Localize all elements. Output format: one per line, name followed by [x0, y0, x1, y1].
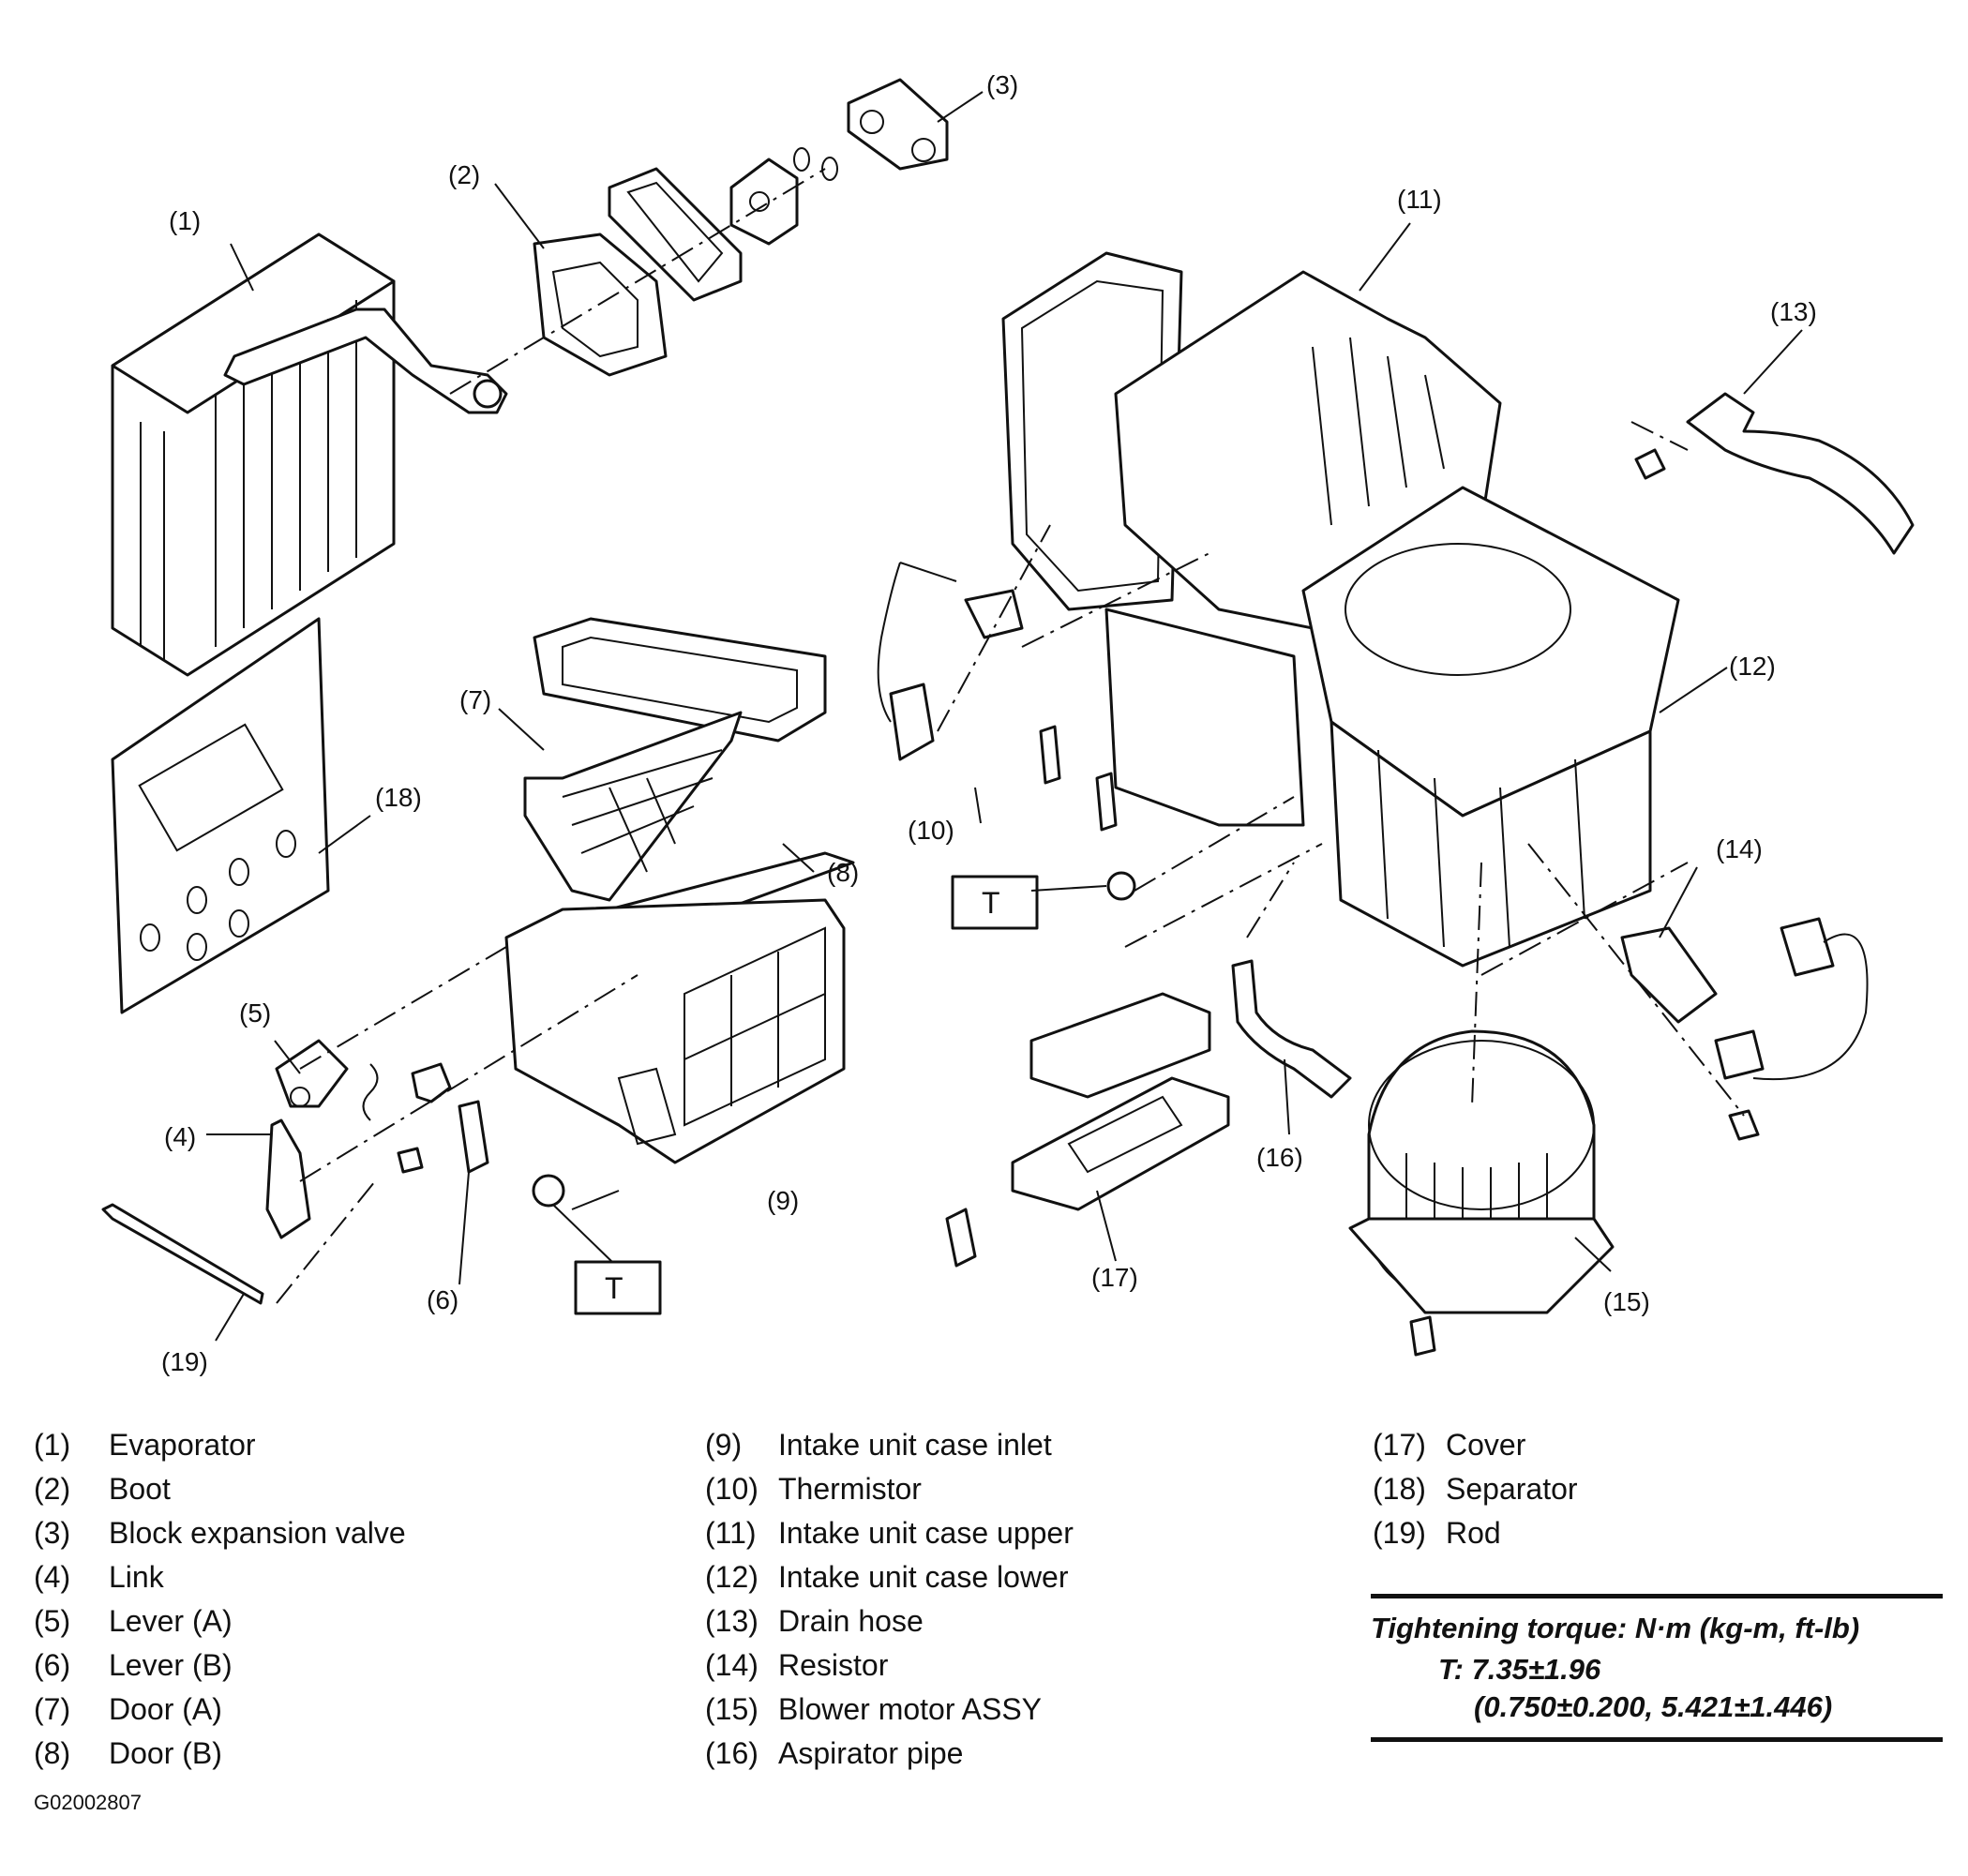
torque-bottom-rule [1371, 1737, 1943, 1742]
legend-item: (4)Link [34, 1560, 164, 1594]
intake-unit-case-lower-part [1104, 486, 1680, 968]
callout-5: (5) [239, 998, 271, 1028]
torque-tag-left: T [605, 1271, 623, 1305]
torque-top-rule [1371, 1594, 1943, 1598]
legend-item: (2)Boot [34, 1472, 171, 1506]
callout-1: (1) [169, 206, 201, 235]
torque-spec-box: Tightening torque: N·m (kg-m, ft-lb) T: … [1371, 1594, 1943, 1742]
callout-6: (6) [427, 1285, 458, 1314]
legend-item: (14)Resistor [705, 1648, 889, 1682]
cover-part [945, 992, 1230, 1268]
lever-and-link-parts [101, 1039, 565, 1305]
callout-17: (17) [1091, 1263, 1138, 1292]
legend-item: (17)Cover [1373, 1428, 1526, 1462]
torque-title: Tightening torque: N·m (kg-m, ft-lb) [1371, 1612, 1860, 1644]
legend-item: (10)Thermistor [705, 1472, 922, 1506]
resistor-part [1620, 917, 1869, 1141]
callout-2: (2) [448, 160, 480, 189]
leader-lines [206, 91, 1803, 1342]
aspirator-pipe-part [1231, 959, 1352, 1099]
block-expansion-valve-part [729, 78, 949, 246]
intake-unit-case-inlet-part [504, 898, 846, 1164]
legend-column-3: (17)Cover (18)Separator (19)Rod [1373, 1423, 1578, 1555]
callout-12: (12) [1729, 652, 1776, 681]
legend-column-2: (9)Intake unit case inlet (10)Thermistor… [705, 1423, 1074, 1776]
legend-item: (3)Block expansion valve [34, 1516, 406, 1550]
evaporator-part [111, 233, 508, 677]
legend-item: (6)Lever (B) [34, 1648, 233, 1682]
callout-3: (3) [986, 70, 1018, 99]
callout-15: (15) [1603, 1287, 1650, 1316]
legend-item: (11)Intake unit case upper [705, 1516, 1074, 1550]
fasteners [1039, 725, 1136, 901]
figure-code: G02002807 [34, 1791, 142, 1814]
callout-8: (8) [827, 858, 859, 887]
callout-13: (13) [1770, 297, 1817, 326]
callout-9: (9) [767, 1186, 799, 1215]
drain-hose-part [1634, 392, 1915, 555]
torque-tag-right: T [982, 886, 1000, 920]
torque-value: T: 7.35±1.96 [1438, 1653, 1601, 1686]
legend-item: (9)Intake unit case inlet [705, 1428, 1052, 1462]
legend-item: (7)Door (A) [34, 1692, 222, 1726]
door-parts [523, 617, 855, 939]
legend-item: (1)Evaporator [34, 1428, 256, 1462]
torque-box-right: T [951, 875, 1039, 930]
separator-part [111, 617, 330, 1014]
callout-10: (10) [908, 816, 954, 845]
legend-item: (5)Lever (A) [34, 1604, 233, 1638]
legend-item: (8)Door (B) [34, 1736, 222, 1770]
legend-item: (16)Aspirator pipe [705, 1736, 964, 1770]
legend-column-1: (1)Evaporator (2)Boot (3)Block expansion… [34, 1423, 406, 1776]
boot-part [533, 167, 743, 377]
torque-value-alt: (0.750±0.200, 5.421±1.446) [1474, 1690, 1833, 1723]
assembly-lines [276, 168, 1745, 1304]
exploded-parts-diagram: T T [101, 70, 1915, 1376]
legend-item: (13)Drain hose [705, 1604, 924, 1638]
legend-item: (12)Intake unit case lower [705, 1560, 1069, 1594]
callout-4: (4) [164, 1122, 196, 1151]
blower-motor-part [1348, 1029, 1615, 1357]
callout-16: (16) [1256, 1143, 1303, 1172]
thermistor-part [877, 562, 1024, 761]
callout-14: (14) [1716, 834, 1763, 863]
legend-item: (18)Separator [1373, 1472, 1578, 1506]
callout-19: (19) [161, 1347, 208, 1376]
callout-7: (7) [459, 685, 491, 714]
callout-labels: (1) (2) (3) (11) (13) (12) (7) (18) (8) … [161, 70, 1817, 1376]
legend-item: (15)Blower motor ASSY [705, 1692, 1042, 1726]
callout-11: (11) [1397, 185, 1442, 214]
callout-18: (18) [375, 783, 422, 812]
torque-box-left: T [574, 1260, 662, 1315]
legend-item: (19)Rod [1373, 1516, 1501, 1550]
